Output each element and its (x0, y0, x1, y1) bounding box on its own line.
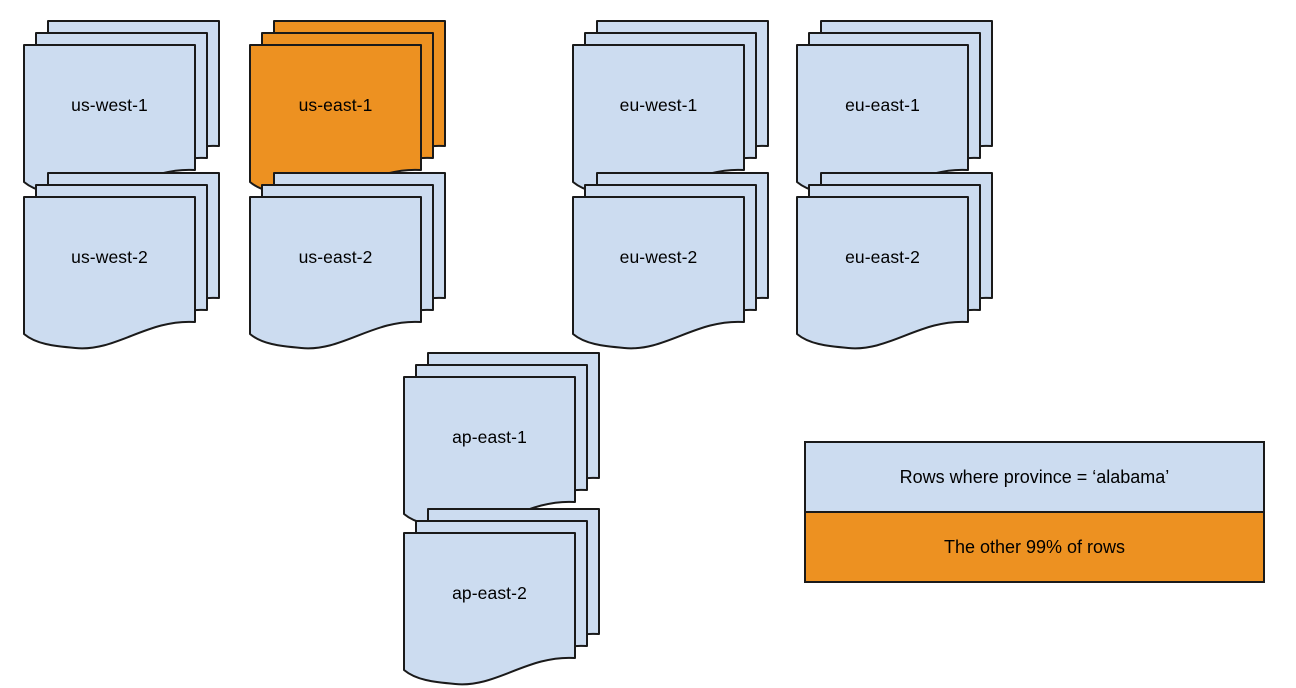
legend-item-label: Rows where province = ‘alabama’ (899, 466, 1170, 487)
legend-item-alabama: Rows where province = ‘alabama’ (806, 443, 1263, 513)
document-sheet (403, 532, 576, 686)
document-stack-shape-eu-east-2 (796, 172, 993, 350)
document-stack-us-east-2[interactable]: us-east-2 (248, 171, 447, 352)
document-stack-shape-us-west-2 (23, 172, 220, 350)
document-sheet (572, 196, 745, 350)
document-stack-shape-ap-east-2 (403, 508, 600, 686)
document-stack-ap-east-1[interactable]: ap-east-1 (402, 351, 601, 532)
document-sheet (249, 196, 422, 350)
document-sheet (23, 196, 196, 350)
document-stack-shape-us-east-2 (249, 172, 446, 350)
document-stack-shape-us-east-1 (249, 20, 446, 198)
legend-item-label: The other 99% of rows (943, 536, 1126, 557)
document-sheet (403, 376, 576, 530)
document-stack-shape-eu-east-1 (796, 20, 993, 198)
document-stack-us-east-1[interactable]: us-east-1 (248, 19, 447, 200)
document-stack-us-west-2[interactable]: us-west-2 (22, 171, 221, 352)
document-stack-shape-eu-west-2 (572, 172, 769, 350)
document-stack-ap-east-2[interactable]: ap-east-2 (402, 507, 601, 688)
document-sheet (796, 196, 969, 350)
document-stack-eu-east-2[interactable]: eu-east-2 (795, 171, 994, 352)
legend: Rows where province = ‘alabama’ The othe… (804, 441, 1265, 583)
document-stack-shape-ap-east-1 (403, 352, 600, 530)
legend-item-other-rows: The other 99% of rows (806, 513, 1263, 581)
document-stack-eu-west-2[interactable]: eu-west-2 (571, 171, 770, 352)
